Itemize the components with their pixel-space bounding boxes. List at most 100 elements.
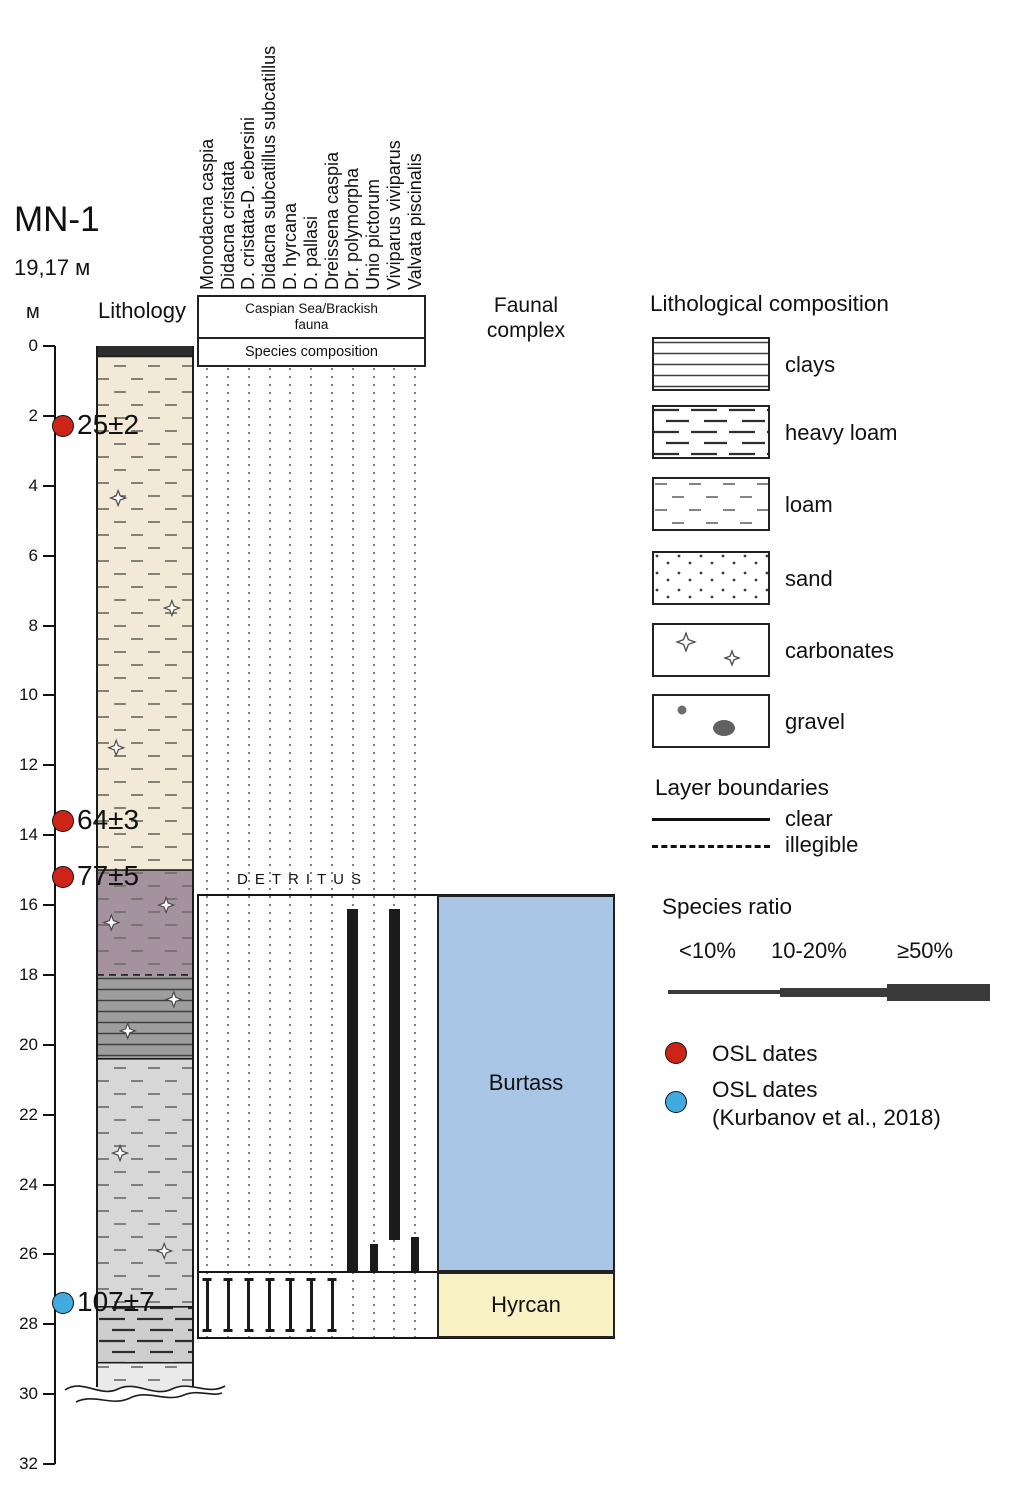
bar-cap <box>285 1329 295 1333</box>
depth-tick <box>43 694 55 697</box>
osl-sample-label: 77±5 <box>77 860 140 892</box>
osl-sample-label: 107±7 <box>77 1286 155 1318</box>
faunal-complex-burtass: Burtass <box>437 894 615 1272</box>
bar-cap <box>285 1277 295 1281</box>
species-name: Monodacna caspia <box>196 138 217 290</box>
ratio-bar-thick <box>887 983 990 1001</box>
species-name: Didacna subcatillus subcatillus <box>259 45 280 290</box>
species-ratio-bar <box>327 1277 337 1333</box>
depth-tick-label: 28 <box>19 1314 38 1334</box>
species-gridline <box>247 368 250 1338</box>
bar-cap <box>265 1329 275 1333</box>
bar-cap <box>327 1329 337 1333</box>
species-gridline <box>331 368 334 1338</box>
lithology-layer-pattern <box>97 1306 193 1363</box>
legend-label-heavy-loam: heavy loam <box>785 420 898 445</box>
depth-tick <box>43 345 55 347</box>
ratio-bar-thin <box>668 990 780 994</box>
depth-tick-label: 14 <box>19 825 38 845</box>
depth-tick-label: 20 <box>19 1034 38 1054</box>
faunal-complex-hyrcan: Hyrcan <box>437 1271 615 1339</box>
depth-tick <box>43 1323 55 1326</box>
lithology-layer-pattern <box>97 356 193 871</box>
depth-tick-label: 30 <box>19 1384 38 1404</box>
faunal-boundary-line <box>197 1337 615 1340</box>
lithology-layer-pattern <box>97 974 193 1059</box>
depth-tick <box>43 1113 55 1116</box>
depth-tick <box>43 973 55 976</box>
species-name: D. pallasi <box>300 215 321 290</box>
legend-label-illegible: illegible <box>785 832 859 857</box>
depth-tick <box>43 1043 55 1046</box>
legend-label-gravel: gravel <box>785 709 845 734</box>
lithology-layer-pattern <box>97 1058 193 1307</box>
depth-tick <box>43 834 55 837</box>
column-break-wave <box>75 1391 223 1403</box>
carbonate-star-icon <box>164 990 184 1009</box>
depth-tick <box>43 624 55 627</box>
species-gridline <box>227 368 230 1338</box>
species-name: D. hyrcana <box>279 202 300 290</box>
depth-tick-label: 2 <box>28 405 38 425</box>
species-name: Viviparus viviparus <box>383 140 404 290</box>
species-name: Unio pictorum <box>363 178 384 290</box>
legend-label-clear: clear <box>785 806 833 831</box>
faunal-complex-label: Burtass <box>488 1070 564 1096</box>
depth-tick-label: 4 <box>28 475 38 495</box>
lithology-column-header: Lithology <box>97 298 187 323</box>
depth-axis-line <box>54 346 56 1464</box>
detritus-label: DETRITUS <box>237 871 368 888</box>
species-composition-header: Species composition <box>199 337 424 365</box>
depth-tick-label: 16 <box>19 895 38 915</box>
bar-cap <box>306 1329 316 1333</box>
species-gridline <box>310 368 313 1338</box>
osl-sample-label: 64±3 <box>77 804 140 836</box>
osl-sample-dot <box>52 866 74 889</box>
species-ratio-bar <box>347 908 359 1272</box>
species-gridline <box>393 368 396 1338</box>
gravel-pebble-icon <box>713 720 735 736</box>
species-ratio-bar <box>388 908 400 1241</box>
species-gridline <box>372 368 375 1338</box>
fauna-table-header: Caspian Sea/Brackish fauna Species compo… <box>197 295 426 367</box>
species-ratio-bar <box>265 1277 275 1333</box>
depth-tick <box>43 1463 55 1466</box>
depth-tick <box>43 484 55 487</box>
boundary-illegible-line <box>652 845 770 848</box>
legend-label-carbonates: carbonates <box>785 638 894 663</box>
legend-swatch-loam <box>652 477 770 531</box>
depth-tick <box>43 764 55 767</box>
osl-sample-dot <box>52 1292 74 1315</box>
depth-tick-label: 0 <box>28 336 38 355</box>
carbonate-star-icon <box>118 1021 137 1041</box>
carbonate-star-icon <box>154 1241 174 1261</box>
ratio-bar-medium <box>780 987 887 997</box>
species-gridline <box>414 368 417 1338</box>
legend-osl-kurbanov-line1: OSL dates <box>712 1077 818 1102</box>
species-ratio-bar <box>285 1277 295 1333</box>
species-ratio-bar <box>369 1243 378 1272</box>
boundary-clear-line <box>652 818 770 821</box>
lithology-column <box>64 346 226 1426</box>
faunal-complex-header: Faunal complex <box>437 293 615 343</box>
osl-sample-dot <box>52 810 74 833</box>
carbonate-star-icon <box>110 1143 130 1163</box>
species-name: Didacna cristata <box>217 160 238 290</box>
carbonate-star-icon <box>108 488 128 508</box>
carbonate-star-icon <box>156 895 176 915</box>
legend-swatch-clays <box>652 337 770 391</box>
species-ratio-bar <box>306 1277 316 1333</box>
bar-cap <box>202 1329 212 1333</box>
ratio-label-10-20: 10-20% <box>771 938 847 963</box>
species-ratio-scale-bar <box>668 983 990 1001</box>
gravel-pebble-icon <box>677 705 687 715</box>
column-break-wave <box>64 1385 226 1393</box>
bar-cap <box>306 1277 316 1281</box>
faunal-boundary-line <box>197 1270 615 1273</box>
species-ratio-bar <box>202 1277 212 1333</box>
osl-sample-dot <box>52 415 74 438</box>
depth-tick-label: 32 <box>19 1454 38 1474</box>
fauna-area-left-edge <box>197 894 199 1339</box>
species-ratio-bar <box>411 1236 420 1272</box>
legend-swatch-carbonates <box>652 623 770 677</box>
